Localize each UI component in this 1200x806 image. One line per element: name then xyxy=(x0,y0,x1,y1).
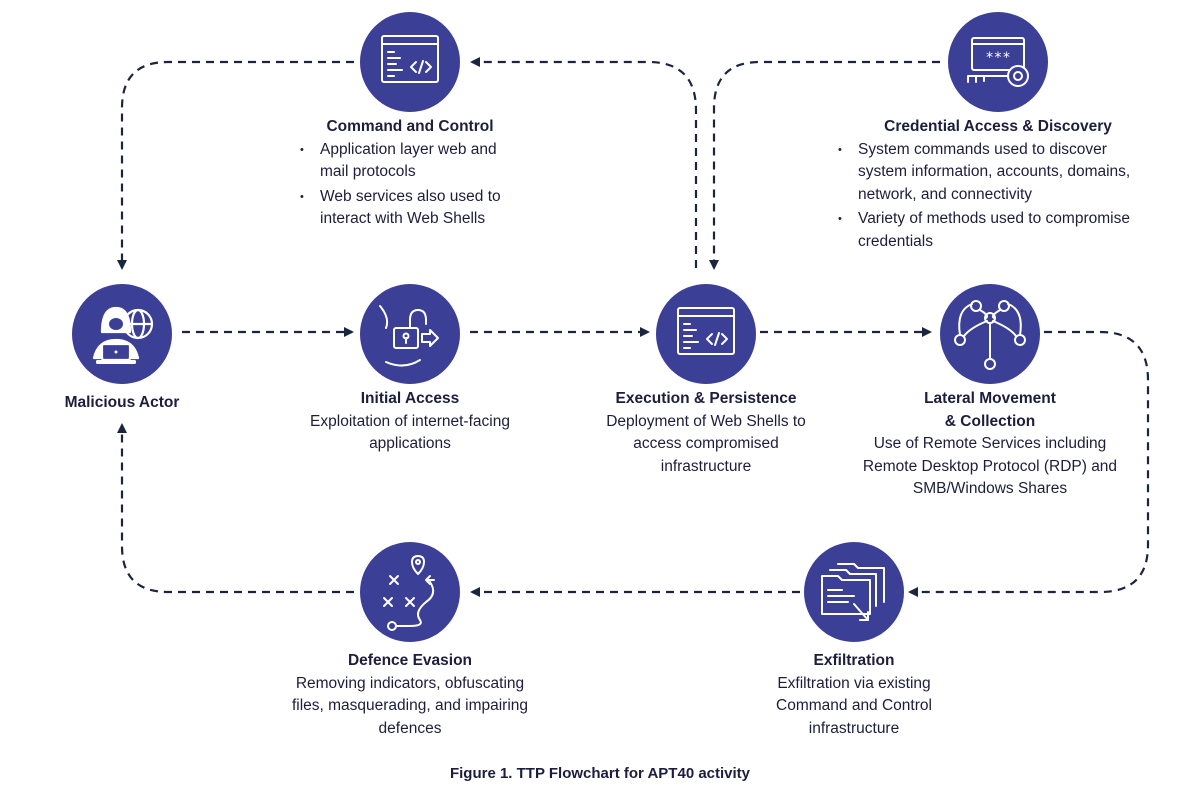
command-control-node: Command and Control Application layer we… xyxy=(300,116,520,233)
command-control-icon xyxy=(360,12,460,112)
credential-access-bullet: Variety of methods used to compromise cr… xyxy=(838,208,1158,253)
credential-access-bullets: System commands used to discover system … xyxy=(838,139,1158,254)
arrow-execution-to-c2 xyxy=(470,57,698,268)
command-control-title: Command and Control xyxy=(326,118,494,135)
execution-persistence-desc: Deployment of Web Shells to access compr… xyxy=(606,412,806,475)
command-control-bullet: Web services also used to interact with … xyxy=(300,186,520,231)
credential-access-title: Credential Access & Discovery xyxy=(884,118,1112,135)
lateral-movement-title-line2: & Collection xyxy=(944,412,1036,430)
defence-evasion-title: Defence Evasion xyxy=(347,652,473,669)
lateral-movement-desc: Use of Remote Services including Remote … xyxy=(862,435,1118,497)
defence-evasion-node: Defence Evasion Removing indicators, obf… xyxy=(280,650,540,740)
exfiltration-node: Exfiltration Exfiltration via existing C… xyxy=(740,650,968,740)
arrow-c2-to-actor xyxy=(117,60,354,270)
execution-persistence-node: Execution & Persistence Deployment of We… xyxy=(600,388,812,478)
initial-access-title: Initial Access xyxy=(360,390,460,407)
exfiltration-title: Exfiltration xyxy=(813,652,895,669)
exfiltration-icon xyxy=(804,542,904,642)
malicious-actor-icon xyxy=(72,284,172,384)
lateral-movement-title-line1: Lateral Movement xyxy=(924,390,1056,407)
credential-access-icon: *** xyxy=(948,12,1048,112)
figure-caption: Figure 1. TTP Flowchart for APT40 activi… xyxy=(449,765,751,782)
defence-evasion-desc: Removing indicators, obfuscating files, … xyxy=(291,674,529,737)
initial-access-node: Initial Access Exploitation of internet-… xyxy=(296,388,524,456)
lateral-movement-icon xyxy=(940,284,1040,384)
credential-access-bullet: System commands used to discover system … xyxy=(838,139,1158,207)
svg-text:***: *** xyxy=(985,50,1010,66)
command-control-bullet: Application layer web and mail protocols xyxy=(300,139,520,184)
command-control-bullets: Application layer web and mail protocols… xyxy=(300,139,520,231)
execution-persistence-title: Execution & Persistence xyxy=(615,390,797,407)
execution-persistence-icon xyxy=(656,284,756,384)
malicious-actor-node: Malicious Actor xyxy=(40,392,204,415)
malicious-actor-title: Malicious Actor xyxy=(64,394,180,411)
initial-access-desc: Exploitation of internet-facing applicat… xyxy=(310,412,510,453)
arrow-evasion-to-actor xyxy=(117,423,354,594)
initial-access-icon xyxy=(360,284,460,384)
defence-evasion-icon xyxy=(360,542,460,642)
lateral-movement-node: Lateral Movement & Collection Use of Rem… xyxy=(860,388,1120,501)
credential-access-node: Credential Access & Discovery System com… xyxy=(838,116,1158,255)
exfiltration-desc: Exfiltration via existing Command and Co… xyxy=(776,674,932,737)
arrow-credential-to-execution xyxy=(709,60,940,270)
arrow-lateral-to-exfil xyxy=(908,330,1150,597)
